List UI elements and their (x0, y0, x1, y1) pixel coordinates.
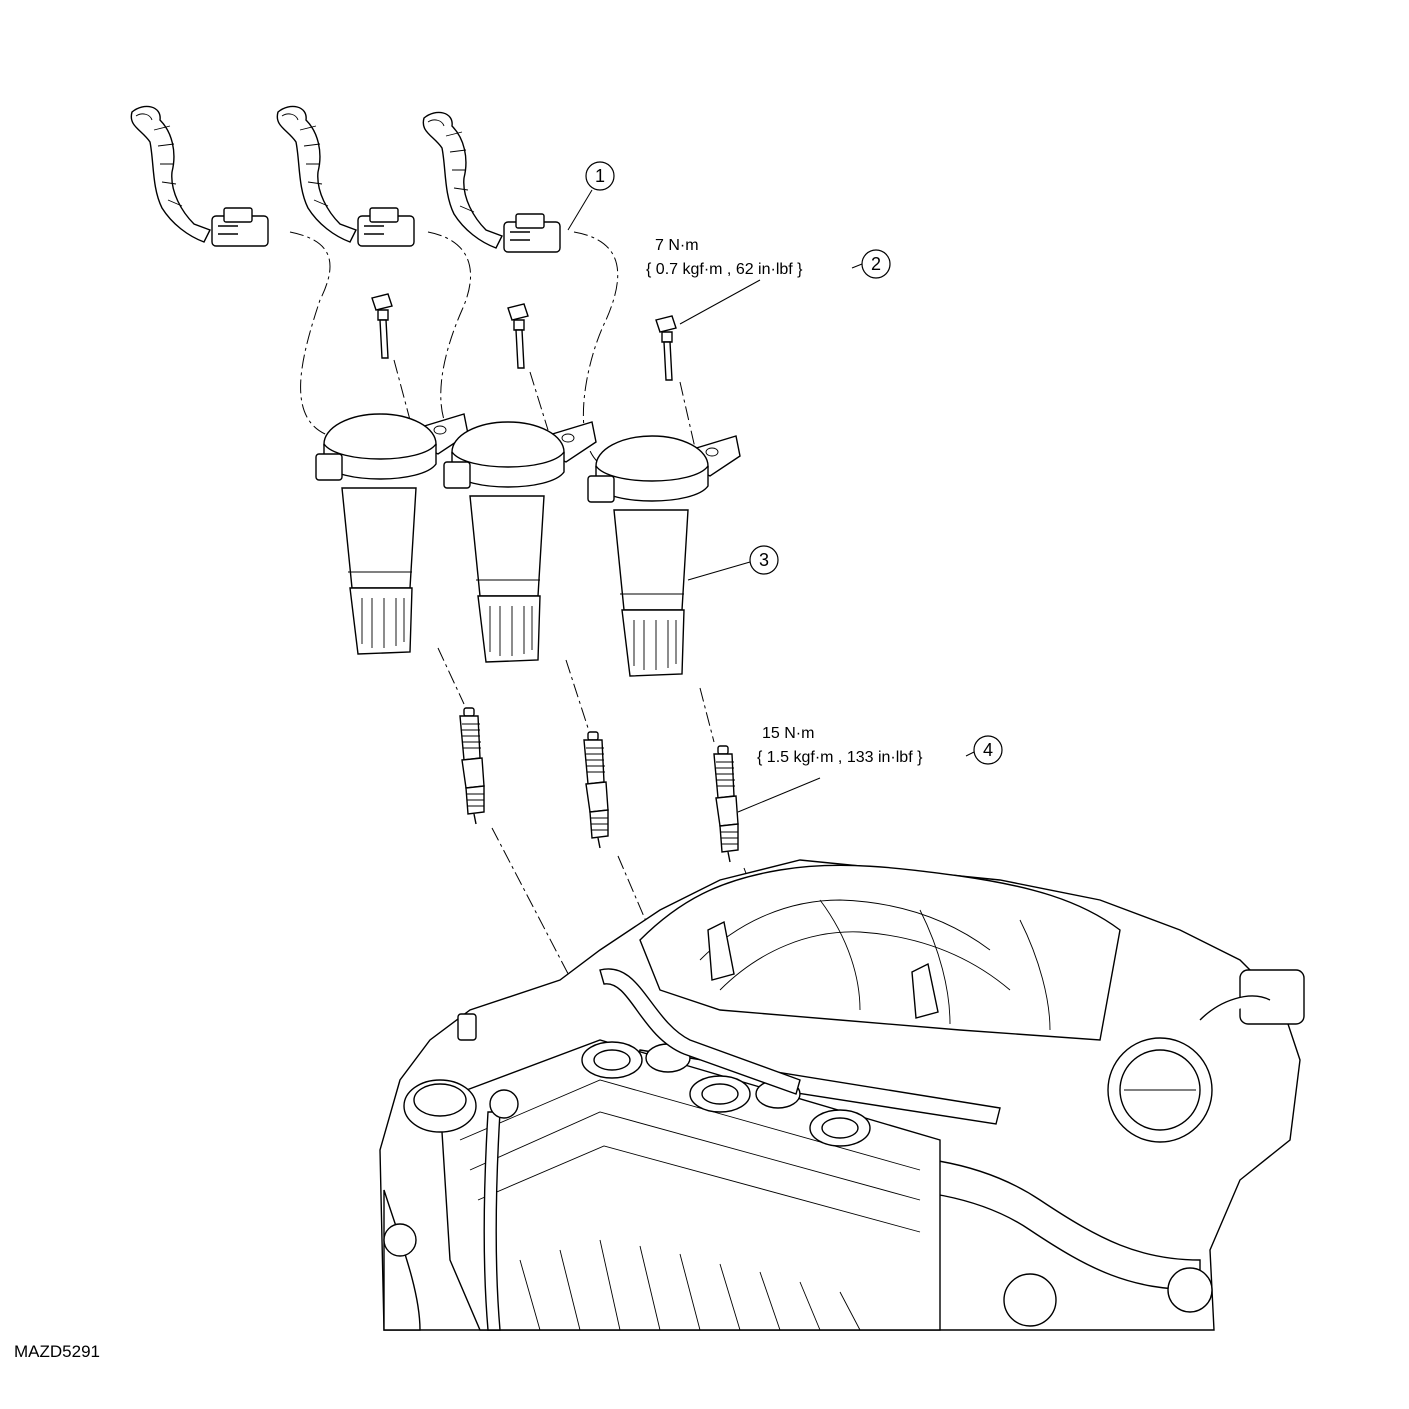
coil-to-plug-lines (437, 647, 715, 743)
callout-3: 3 (687, 545, 779, 581)
callout-1: 1 (567, 161, 615, 231)
callout-number-4: 4 (983, 740, 993, 760)
callout-2: 7 N·m { 0.7 kgf·m , 62 in·lbf } 2 (646, 237, 891, 325)
figure-id: MAZD5291 (14, 1342, 100, 1361)
callout-4: 15 N·m { 1.5 kgf·m , 133 in·lbf } 4 (737, 725, 1003, 813)
torque-label-4-line2: { 1.5 kgf·m , 133 in·lbf } (757, 749, 923, 766)
wiring-harnesses (130, 105, 561, 253)
ignition-coils (315, 413, 741, 677)
torque-label-2-line1: 7 N·m (655, 237, 699, 254)
torque-label-2-line2: { 0.7 kgf·m , 62 in·lbf } (646, 261, 803, 278)
callout-number-1: 1 (595, 166, 605, 186)
engine-assembly (379, 859, 1305, 1331)
torque-label-4-line1: 15 N·m (762, 725, 814, 742)
spark-plugs (459, 707, 739, 863)
callout-number-3: 3 (759, 550, 769, 570)
callout-number-2: 2 (871, 254, 881, 274)
